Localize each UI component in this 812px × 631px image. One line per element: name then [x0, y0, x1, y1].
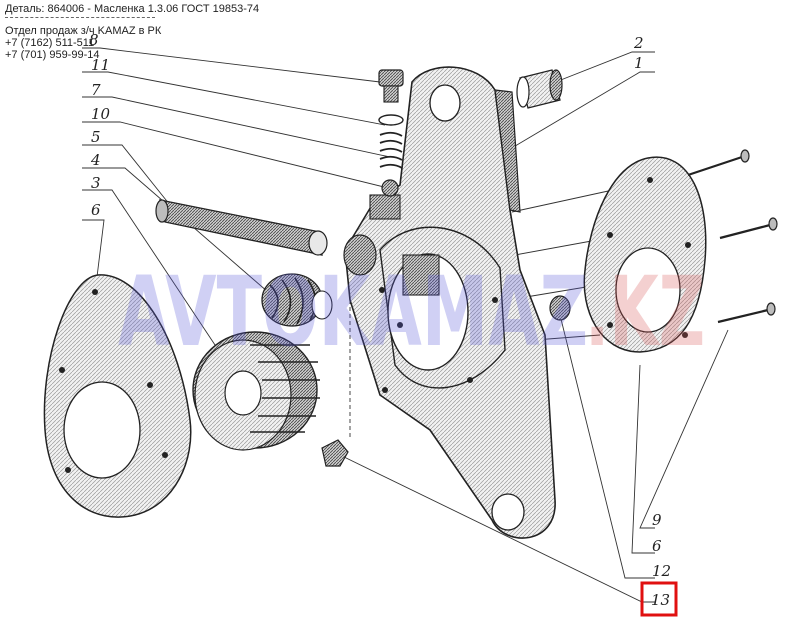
callout-5: 5 [91, 128, 101, 146]
gear-part-3 [192, 331, 320, 451]
watermark-text: AVTOKAMAZ [118, 256, 588, 368]
lever-housing-part-1 [343, 66, 556, 539]
phone-1: +7 (7162) 511-511 [5, 37, 95, 49]
shaft-part-5 [155, 199, 328, 256]
callout-9: 9 [652, 511, 662, 529]
header-separator [5, 17, 155, 18]
callout-10: 10 [91, 105, 111, 123]
callout-6-left: 6 [91, 201, 101, 219]
callout-7: 7 [91, 81, 101, 99]
callout-13: 13 [651, 591, 670, 609]
highlight-box [640, 581, 678, 617]
plug-and-spring-parts [378, 69, 404, 197]
plate-part-6-right [583, 156, 707, 353]
worm-part-4 [261, 273, 333, 327]
callout-12: 12 [652, 562, 671, 580]
grease-fitting-part-13 [321, 439, 349, 467]
detail-title: Деталь: 864006 - Масленка 1.3.06 ГОСТ 19… [5, 3, 260, 15]
watermark-suffix: .KZ [585, 256, 705, 368]
callout-8: 8 [89, 31, 99, 49]
callout-2: 2 [633, 34, 644, 52]
plate-part-6-left [43, 274, 192, 518]
nut-part-12 [549, 295, 571, 321]
callout-4: 4 [90, 151, 101, 169]
phone-2: +7 (701) 959-99-14 [5, 49, 100, 61]
callout-1: 1 [634, 54, 644, 72]
watermark: AVTOKAMAZ .KZ [118, 256, 705, 368]
sales-dept: Отдел продаж з/ч KAMAZ в РК [5, 25, 162, 37]
callout-6-right: 6 [652, 537, 662, 555]
callout-numbers: 8 11 7 10 5 4 3 6 2 1 9 6 12 13 [89, 31, 678, 617]
bushing-part-2 [516, 69, 563, 109]
callout-11: 11 [91, 56, 110, 74]
callout-3: 3 [91, 174, 101, 192]
rivets-part-9 [687, 149, 778, 324]
